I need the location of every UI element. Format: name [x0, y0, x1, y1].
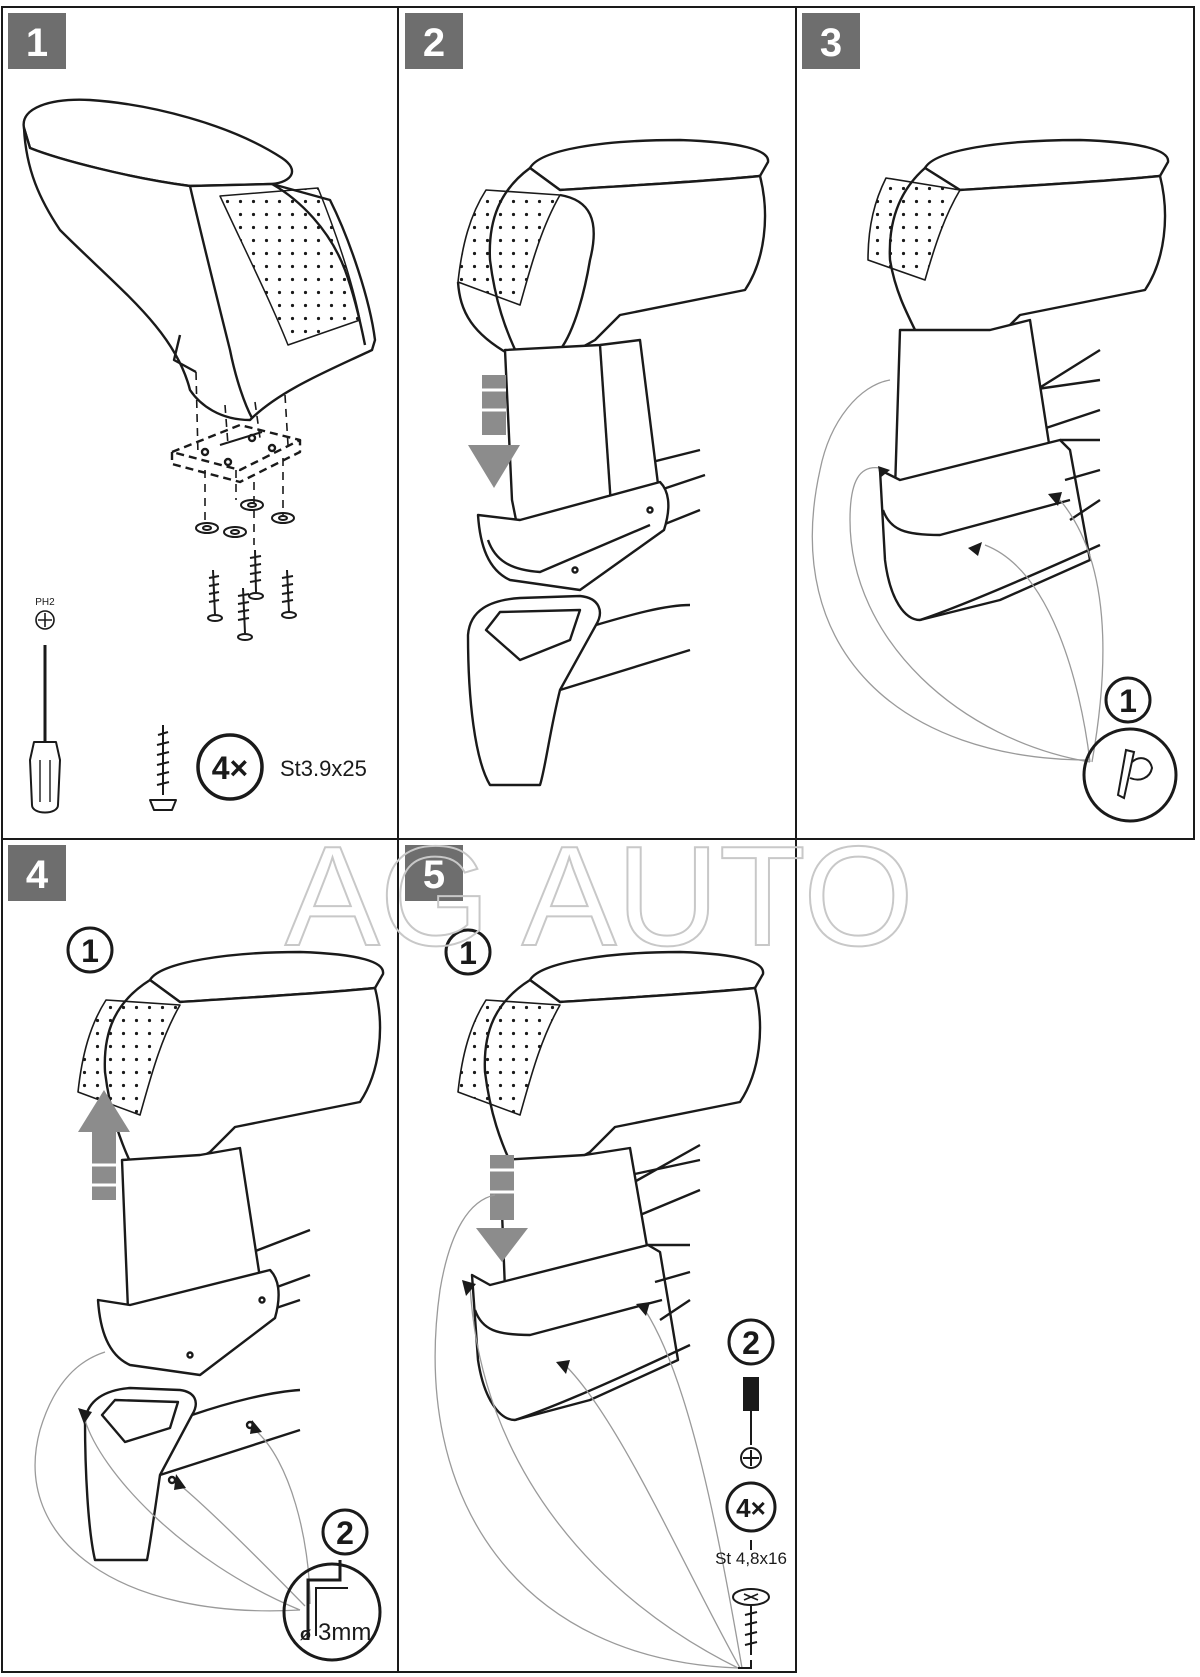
phillips-screwdriver-icon — [29, 610, 61, 814]
step4-pointer-marks — [78, 1408, 262, 1490]
step5-pointer-marks — [462, 1280, 650, 1374]
screw-icon — [732, 1588, 770, 1655]
armrest-base — [470, 1243, 680, 1422]
quantity-circle — [196, 733, 264, 801]
armrest-base — [878, 438, 1092, 622]
armrest-bracket — [96, 1268, 280, 1377]
down-arrow-indicator — [468, 375, 520, 488]
step3-illustration — [867, 138, 1170, 622]
perforated-panel — [457, 999, 561, 1116]
console-base — [466, 594, 601, 787]
step4-drill-callout — [66, 926, 382, 1662]
step3-leader-lines — [811, 379, 1104, 763]
armrest-bracket — [476, 480, 670, 592]
perforated-panel — [867, 177, 961, 281]
watermark: AG AUTO — [285, 817, 914, 976]
sub-step-number: 1 — [1119, 683, 1137, 719]
phillips-head-icon — [740, 1447, 762, 1469]
step5-illustration — [457, 950, 765, 1422]
sub-step-circle-1 — [1104, 676, 1152, 724]
drill-size: 3mm — [318, 1619, 371, 1646]
perforated-panel — [457, 189, 561, 306]
screw-quantity: 4× — [212, 750, 248, 786]
sub-step-number-1: 1 — [81, 933, 99, 969]
sub-step-number-2: 2 — [336, 1515, 354, 1551]
step-number-3: 3 — [820, 21, 842, 65]
step5-leader-lines — [434, 1194, 743, 1669]
sub-step-circle-2 — [727, 1318, 775, 1366]
step3-pointer-marks — [878, 466, 1062, 556]
step2-illustration — [456, 138, 770, 787]
step-number-4: 4 — [26, 853, 49, 897]
sub-step-circle-1 — [66, 926, 114, 974]
step-number-1: 1 — [26, 21, 48, 65]
sub-step-number-2: 2 — [742, 1325, 760, 1361]
perforated-panel — [219, 187, 361, 346]
step1-illustration — [22, 98, 377, 814]
tool-label: PH2 — [35, 597, 55, 608]
step-badges: 1 2 3 4 5 — [8, 13, 860, 901]
step-number-2: 2 — [423, 21, 445, 65]
diameter-symbol: ø — [300, 1624, 311, 1644]
screws — [207, 549, 297, 641]
step-badge-3: 3 — [802, 13, 860, 69]
quantity-circle — [725, 1481, 777, 1533]
mounting-plate — [170, 423, 302, 472]
step-badge-5: 5 — [405, 845, 463, 901]
screw-spec: St3.9x25 — [280, 756, 367, 781]
step-badge-4: 4 — [8, 845, 66, 901]
panel-step-3 — [795, 6, 1195, 840]
screw-icon — [149, 725, 177, 811]
step5-screw-callout — [444, 928, 777, 1669]
screwdriver-icon — [743, 1377, 759, 1445]
step-badge-1: 1 — [8, 13, 66, 69]
sub-step-circle-1 — [444, 928, 492, 976]
up-arrow-indicator — [78, 1090, 130, 1200]
washers — [195, 499, 295, 538]
perforated-panel — [77, 999, 181, 1116]
down-arrow-indicator — [476, 1155, 528, 1262]
drill-bit-icon — [282, 1562, 382, 1662]
armrest-column — [893, 318, 1052, 492]
console-base — [83, 1386, 197, 1562]
panel-grid — [1, 6, 1195, 1673]
sub-step-number-1: 1 — [459, 935, 477, 971]
step-number-5: 5 — [423, 853, 445, 897]
panel-step-5 — [397, 838, 797, 1673]
step4-illustration — [77, 950, 385, 1562]
screw-quantity: 4× — [736, 1493, 766, 1523]
step-badge-2: 2 — [405, 13, 463, 69]
sub-step-circle-2 — [321, 1508, 369, 1556]
mark-position-icon — [1082, 727, 1178, 823]
screw-spec: St 4,8x16 — [715, 1549, 787, 1568]
armrest-column — [120, 1146, 262, 1312]
step3-marking-callout — [1082, 676, 1178, 823]
